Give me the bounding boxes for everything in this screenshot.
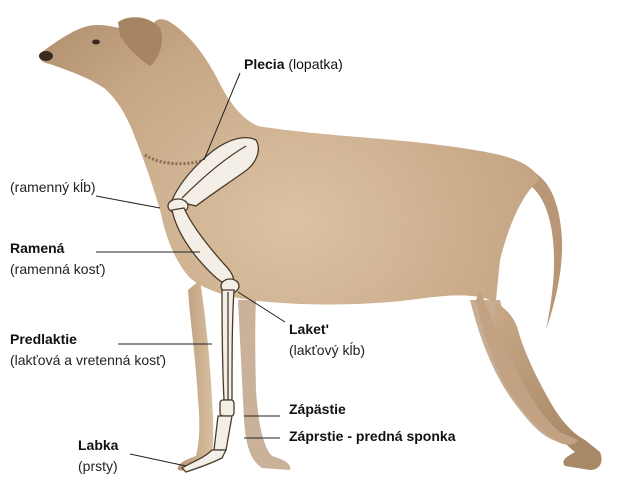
- label-predlaktie: Predlaktie: [10, 331, 77, 348]
- eye: [92, 40, 100, 45]
- label-ramena-bold: Ramená: [10, 240, 64, 256]
- label-plecia-normal: (lopatka): [288, 56, 342, 72]
- label-zapastie-bold: Zápästie: [289, 401, 346, 417]
- nose: [39, 51, 53, 61]
- metacarpus-bone: [214, 416, 232, 450]
- label-labka-sub: (prsty): [78, 458, 118, 475]
- tail: [525, 170, 562, 330]
- label-ramenny-klb: (ramenný kĺb): [10, 179, 96, 196]
- label-plecia-bold: Plecia: [244, 56, 284, 72]
- label-predlaktie-sub: (lakťová a vretenná kosť): [10, 352, 166, 369]
- label-ramena: Ramená: [10, 240, 64, 257]
- near-front-leg: [178, 280, 214, 471]
- label-zapastie: Zápästie: [289, 401, 346, 418]
- label-laket-sub: (lakťový kĺb): [289, 342, 365, 359]
- label-plecia: Plecia (lopatka): [244, 56, 343, 73]
- carpus-bone: [220, 400, 234, 416]
- label-ramena-sub: (ramenná kosť): [10, 261, 106, 278]
- label-predlaktie-bold: Predlaktie: [10, 331, 77, 347]
- far-front-leg: [238, 300, 290, 470]
- label-laket-bold: Laket': [289, 321, 329, 337]
- label-labka-bold: Labka: [78, 437, 118, 453]
- label-zaprstie: Záprstie - predná sponka: [289, 428, 455, 445]
- label-laket: Laket': [289, 321, 329, 338]
- label-zaprstie-bold: Záprstie - predná sponka: [289, 428, 455, 444]
- leader-ramenny-klb: [96, 196, 160, 208]
- label-labka: Labka: [78, 437, 118, 454]
- leader-labka: [130, 454, 186, 466]
